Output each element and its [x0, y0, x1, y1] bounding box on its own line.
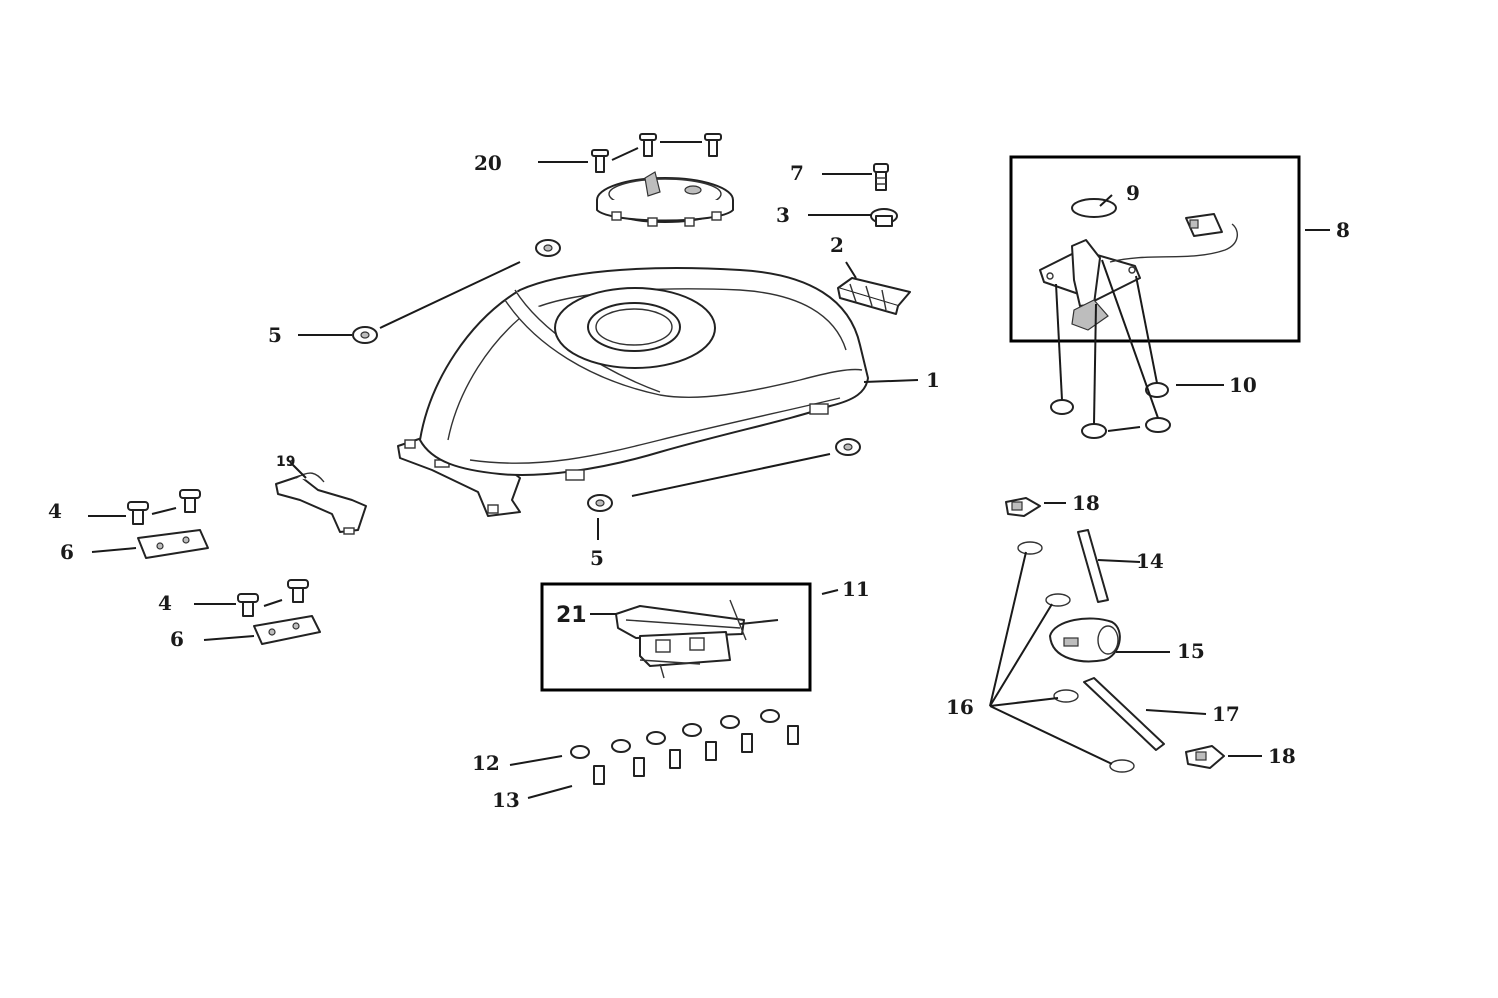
- label-9: 9: [1126, 181, 1140, 205]
- bolt-7: [873, 163, 889, 191]
- label-5-left: 5: [268, 323, 282, 347]
- cap-screws: [591, 133, 722, 173]
- label-6-upper: 6: [60, 540, 74, 564]
- heat-shield-19: [275, 461, 367, 535]
- bolts-plates-lower: [237, 579, 321, 645]
- label-2: 2: [830, 233, 844, 257]
- label-5-bottom: 5: [590, 546, 604, 570]
- fuel-pump: [1039, 198, 1238, 331]
- leader-lines: [88, 161, 1330, 799]
- callout-labels: 1 2 3 4 4 5 5 6 6 7 8 9 10 11 12 13 14 1…: [48, 151, 1350, 812]
- grommet-3: [870, 208, 898, 227]
- label-16: 16: [946, 695, 974, 719]
- label-19: 19: [276, 454, 295, 470]
- fuel-cap: [596, 171, 734, 227]
- label-14: 14: [1136, 549, 1164, 573]
- label-15: 15: [1177, 639, 1205, 663]
- label-4-lower: 4: [158, 591, 172, 615]
- label-8: 8: [1336, 218, 1350, 242]
- label-20: 20: [474, 151, 502, 175]
- label-12: 12: [472, 751, 500, 775]
- label-18-top: 18: [1072, 491, 1100, 515]
- label-11: 11: [842, 577, 870, 601]
- bolts-plates-upper: [127, 489, 209, 559]
- label-10: 10: [1229, 373, 1257, 397]
- screws-13: [593, 725, 799, 785]
- fuel-sender: [615, 599, 779, 679]
- label-6-lower: 6: [170, 627, 184, 651]
- label-13: 13: [492, 788, 520, 812]
- washers-12: [570, 709, 780, 759]
- label-1: 1: [926, 368, 940, 392]
- label-21: 21: [556, 603, 587, 628]
- fuel-sender-box: [540, 582, 812, 692]
- label-17: 17: [1212, 702, 1240, 726]
- nuts-10: [1050, 259, 1171, 439]
- label-18-bottom: 18: [1268, 744, 1296, 768]
- fuel-pump-assembly-box: [1009, 155, 1301, 343]
- washers-5: [352, 239, 861, 512]
- damper-2: [837, 277, 911, 315]
- fuel-filter-hose-group: [989, 497, 1225, 773]
- label-7: 7: [790, 161, 804, 185]
- fuel-tank: [397, 267, 869, 517]
- label-4-upper: 4: [48, 499, 62, 523]
- label-3: 3: [776, 203, 790, 227]
